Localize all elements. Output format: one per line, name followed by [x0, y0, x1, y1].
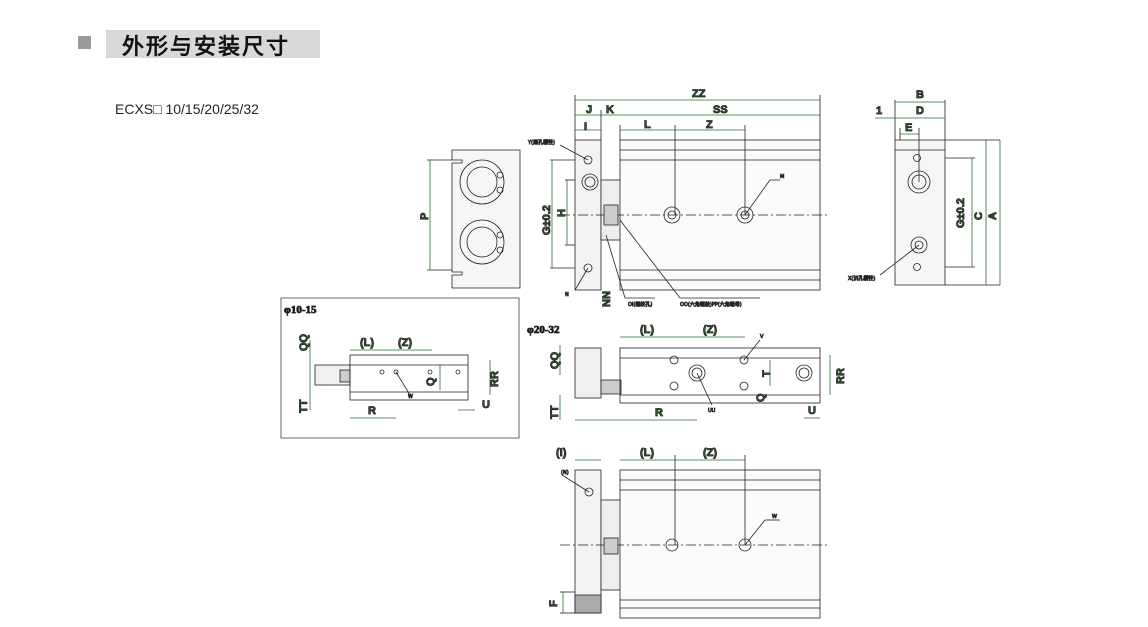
dim-G-right: G±0.2 — [955, 198, 967, 228]
main-view — [550, 95, 830, 299]
note-M: M — [780, 174, 784, 180]
dim-T-b: T — [761, 370, 773, 377]
note-Y: Y(通孔槽径) — [527, 139, 555, 146]
variant-label-10-15: φ10-15 — [284, 304, 317, 316]
dim-F: F — [548, 600, 560, 607]
dim-TT-b: TT — [549, 405, 561, 419]
model-number: ECXS□ 10/15/20/25/32 — [115, 101, 259, 117]
dim-Q-a: Q — [425, 377, 437, 386]
bottom-view-20-32 — [559, 336, 831, 421]
dim-ZZ: ZZ — [692, 88, 706, 100]
dim-pL-c: (L) — [640, 447, 654, 459]
dim-U-b: U — [808, 405, 816, 417]
dim-QQ-b: QQ — [549, 351, 561, 369]
dim-RR-a: RR — [489, 371, 501, 387]
dim-SS: SS — [713, 104, 728, 116]
end-view — [427, 149, 521, 289]
dim-Q-b: Q — [755, 393, 767, 402]
dim-L: L — [644, 119, 651, 131]
dim-I: I — [584, 121, 587, 133]
note-OO: OO(六角螺栓)PP(六角螺母) — [680, 301, 742, 308]
dim-pL-a: (L) — [360, 337, 374, 349]
note-V: V — [760, 334, 764, 340]
detail-view — [560, 455, 830, 619]
dim-H: H — [556, 209, 568, 217]
variant-label-20-32: φ20-32 — [527, 324, 560, 336]
page-title: 外形与安装尺寸 — [122, 35, 291, 60]
dim-1: 1 — [876, 105, 882, 117]
dim-C: C — [973, 212, 985, 220]
dim-K: K — [606, 104, 614, 116]
dim-A: A — [987, 212, 999, 220]
dim-B: B — [916, 89, 924, 101]
dim-pZ-c: (Z) — [703, 447, 717, 459]
dim-pZ-a: (Z) — [398, 337, 412, 349]
dim-RR-b: RR — [835, 368, 847, 384]
dim-Z: Z — [706, 119, 713, 131]
note-W-c: W — [772, 514, 777, 520]
dim-U-a: U — [482, 399, 490, 411]
note-OI: OI(螺纹孔) — [628, 301, 652, 308]
dim-TT-a: TT — [298, 399, 310, 413]
note-UU: UU — [708, 408, 716, 414]
header-bar — [106, 30, 320, 58]
dim-G-left: G±0.2 — [541, 205, 553, 235]
bottom-view-10-15 — [309, 340, 491, 419]
dim-pL-b: (L) — [640, 324, 654, 336]
dim-QQ-a: QQ — [298, 333, 310, 351]
dim-R-b: R — [655, 407, 663, 419]
variant-box-10-15 — [280, 297, 520, 439]
dim-pZ-b: (Z) — [703, 324, 717, 336]
note-W-a: W — [408, 394, 413, 400]
note-pN: (N) — [561, 470, 569, 476]
dim-J: J — [586, 104, 592, 116]
dim-NN: NN — [601, 291, 613, 307]
note-X: X(沉孔槽径) — [848, 275, 875, 282]
dim-E: E — [905, 122, 912, 134]
dim-R-a: R — [368, 405, 376, 417]
dim-P: P — [419, 213, 431, 220]
note-N: N — [565, 292, 569, 298]
dim-D: D — [916, 105, 924, 117]
header-bullet — [78, 36, 91, 49]
side-view — [875, 100, 1001, 286]
dim-pI: (I) — [556, 447, 567, 459]
